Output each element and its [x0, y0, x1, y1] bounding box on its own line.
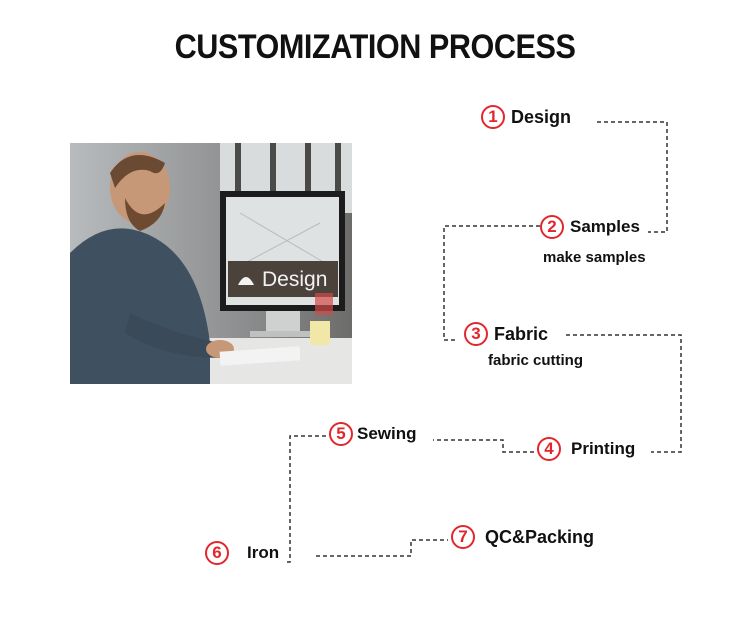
screen-text: Design: [262, 268, 327, 291]
connector-2-3: [443, 225, 540, 341]
step-2: 2 Samples: [540, 215, 640, 239]
step-number-2: 2: [540, 215, 564, 239]
step-sub-fabric-cutting: fabric cutting: [488, 352, 584, 369]
connector-5-6: [284, 435, 326, 563]
connector-4-5: [433, 439, 534, 453]
step-label-samples: Samples: [570, 217, 640, 236]
step-7: 7 QC&Packing: [451, 525, 594, 549]
step-label-sewing: Sewing: [357, 424, 417, 443]
step-label-printing: Printing: [571, 439, 636, 458]
step-label-qc-packing: QC&Packing: [485, 526, 595, 547]
step-3: 3 Fabric: [464, 322, 548, 346]
step-4: 4 Printing: [537, 437, 635, 461]
design-photo: Design: [70, 143, 352, 384]
step-label-fabric: Fabric: [494, 323, 549, 344]
step-number-7: 7: [451, 525, 475, 549]
step-number-4: 4: [537, 437, 561, 461]
step-number-3: 3: [464, 322, 488, 346]
step-label-design: Design: [511, 106, 572, 127]
step-number-1: 1: [481, 105, 505, 129]
step-number-5: 5: [329, 422, 353, 446]
step-number-6: 6: [205, 541, 229, 565]
connector-3-4: [566, 334, 682, 453]
step-5: 5 Sewing: [329, 422, 417, 446]
step-6: 6 Iron: [205, 541, 279, 565]
step-sub-make-samples: make samples: [543, 249, 646, 266]
page-title: CUSTOMIZATION PROCESS: [174, 28, 576, 66]
connector-6-7: [316, 539, 448, 557]
step-1: 1 Design: [481, 105, 571, 129]
step-label-iron: Iron: [247, 543, 280, 562]
connector-1-2: [597, 121, 668, 233]
